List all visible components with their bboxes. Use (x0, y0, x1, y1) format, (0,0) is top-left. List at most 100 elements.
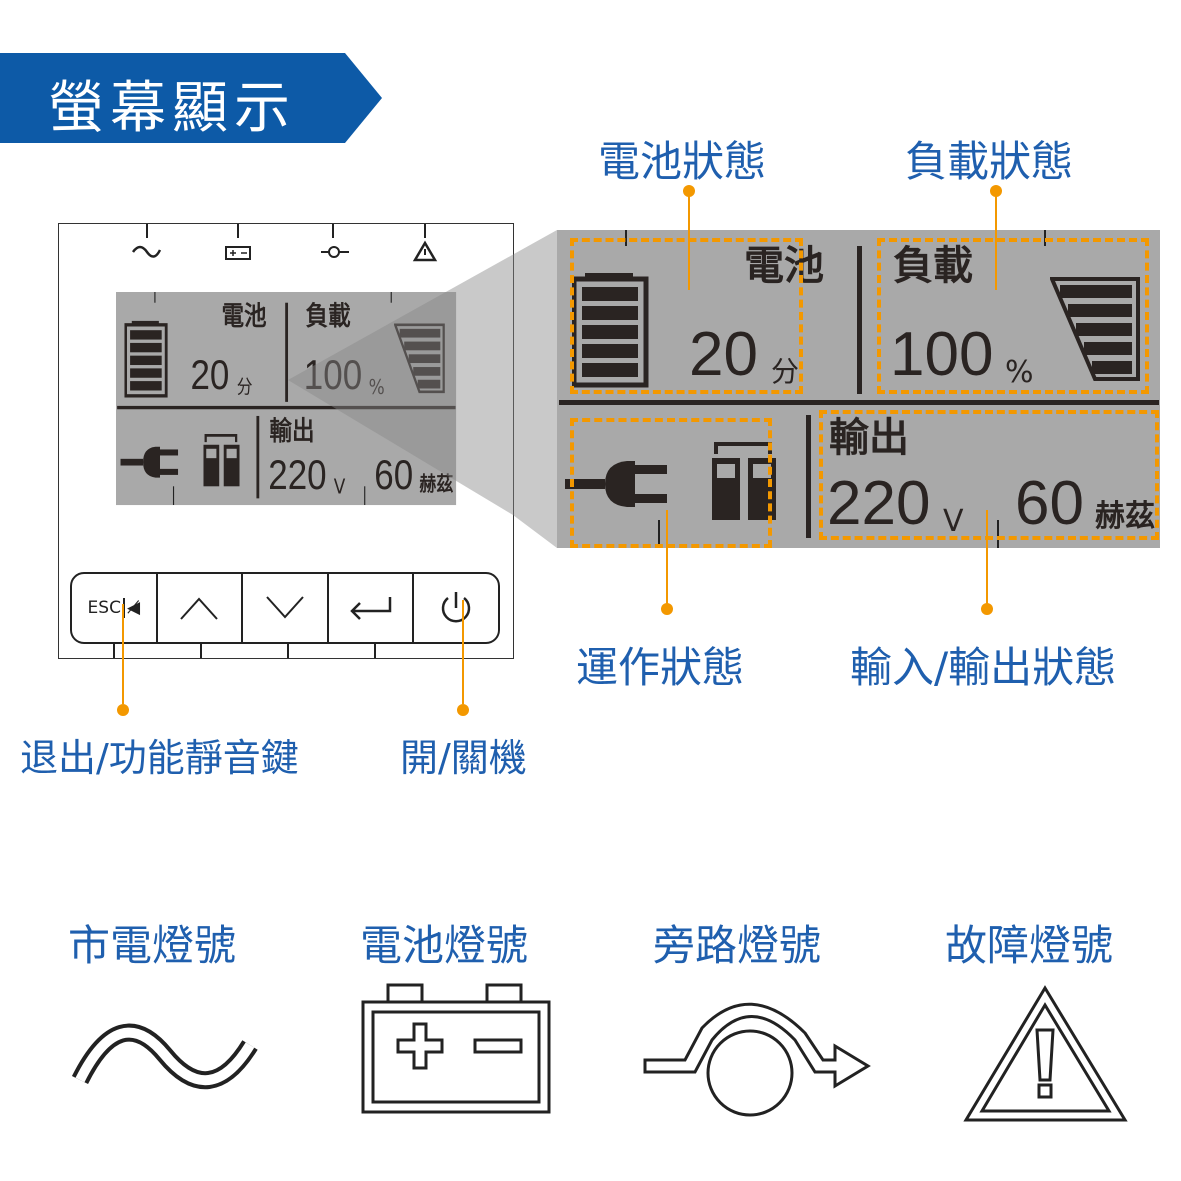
callout-dot (981, 603, 993, 615)
callout-power: 開/關機 (400, 736, 527, 780)
voltage-unit: V (943, 504, 964, 539)
ups-front-panel (58, 223, 514, 659)
plug-icon (565, 461, 667, 507)
keypad: ESC◀̸ (70, 572, 500, 644)
tick (113, 644, 115, 658)
callout-dot (683, 185, 695, 197)
tick (200, 644, 202, 658)
voltage-value: 220 (268, 452, 327, 499)
battery-icon (225, 246, 251, 260)
tick (658, 520, 660, 548)
tick (424, 224, 426, 238)
tick (237, 224, 239, 238)
power-icon (441, 592, 471, 623)
frequency-unit: 赫茲 (1095, 499, 1155, 534)
tick (287, 644, 289, 658)
callout-io-status: 輸入/輸出狀態 (850, 643, 1117, 692)
callout-dot (117, 704, 129, 716)
warning-icon (963, 985, 1128, 1122)
callout-line (986, 510, 988, 606)
callout-line (666, 510, 668, 606)
io-status-region (819, 410, 1159, 540)
battery-unit: 分 (236, 375, 253, 398)
divider (806, 415, 811, 538)
chevron-up-icon (180, 597, 219, 620)
title-banner: 螢幕顯示 (0, 53, 382, 143)
indicator-label-battery: 電池燈號 (360, 921, 529, 970)
panel-indicator-icons (131, 240, 438, 262)
tick (374, 644, 376, 658)
frequency-value: 60 (374, 452, 414, 499)
load-level-icon (1050, 277, 1140, 381)
operation-status-region (570, 418, 772, 548)
tick (997, 520, 999, 548)
enter-icon (349, 597, 391, 620)
divider (559, 400, 1159, 405)
plug-icon (120, 446, 179, 478)
page-title: 螢幕顯示 (48, 76, 296, 141)
frequency-value: 60 (1015, 469, 1084, 538)
load-status-region (877, 238, 1149, 394)
output-label: 輸出 (829, 415, 909, 461)
callout-line (688, 195, 690, 290)
callout-dot (661, 603, 673, 615)
load-label: 負載 (305, 300, 351, 332)
tick (364, 486, 366, 506)
load-label: 負載 (893, 243, 973, 289)
power-button[interactable] (414, 574, 498, 642)
voltage-unit: V (333, 475, 346, 500)
load-value: 100 (303, 352, 363, 399)
lcd-preview: 電池 20 分 負載 100 % 輸出 220 V 60 赫茲 (116, 292, 457, 506)
battery-level-icon (572, 273, 649, 388)
callout-dot (457, 704, 469, 716)
load-value: 100 (890, 320, 994, 389)
tick (154, 292, 156, 303)
load-unit: % (368, 375, 385, 400)
battery-status-region (570, 238, 803, 394)
divider (256, 415, 260, 499)
tick (146, 224, 148, 238)
esc-label: ESC (87, 598, 121, 618)
load-unit: % (1005, 355, 1034, 390)
esc-mute-button[interactable]: ESC◀̸ (72, 574, 158, 642)
tick (172, 486, 175, 506)
chevron-down-icon (266, 596, 304, 619)
callout-line (462, 600, 464, 704)
callout-load-status: 負載狀態 (905, 137, 1074, 186)
down-button[interactable] (243, 574, 329, 642)
callout-esc-mute: 退出/功能靜音鍵 (20, 736, 299, 780)
callout-line (995, 195, 997, 290)
warning-icon (412, 240, 438, 262)
sine-wave-icon (71, 1023, 258, 1089)
battery-value: 20 (689, 320, 758, 389)
callout-line (122, 604, 124, 704)
callout-operation-status: 運作狀態 (576, 643, 745, 692)
indicator-label-fault: 故障燈號 (945, 921, 1114, 970)
battery-label: 電池 (221, 300, 267, 332)
lcd-detail: 電池 20 分 負載 100 % 輸出 220 V 60 赫茲 (557, 230, 1160, 548)
divider (117, 405, 456, 410)
ups-icon (203, 434, 240, 487)
sine-wave-icon (131, 245, 162, 258)
voltage-value: 220 (827, 469, 931, 538)
callout-battery-status: 電池狀態 (598, 137, 767, 186)
battery-label: 電池 (744, 243, 824, 289)
bypass-icon (321, 246, 349, 258)
tick (332, 224, 334, 238)
enter-button[interactable] (329, 574, 415, 642)
output-label: 輸出 (269, 415, 315, 447)
battery-icon (361, 983, 551, 1114)
bypass-icon (643, 1002, 871, 1117)
mute-icon: ◀̸ (122, 598, 140, 618)
battery-level-icon (124, 320, 168, 398)
divider (285, 302, 289, 402)
callout-dot (990, 185, 1002, 197)
up-button[interactable] (158, 574, 244, 642)
indicator-label-bypass: 旁路燈號 (653, 921, 822, 970)
battery-value: 20 (190, 352, 230, 399)
battery-unit: 分 (771, 355, 800, 388)
tick (390, 292, 392, 303)
indicator-label-mains: 市電燈號 (68, 921, 237, 970)
load-level-icon (394, 323, 445, 394)
divider (857, 246, 862, 394)
